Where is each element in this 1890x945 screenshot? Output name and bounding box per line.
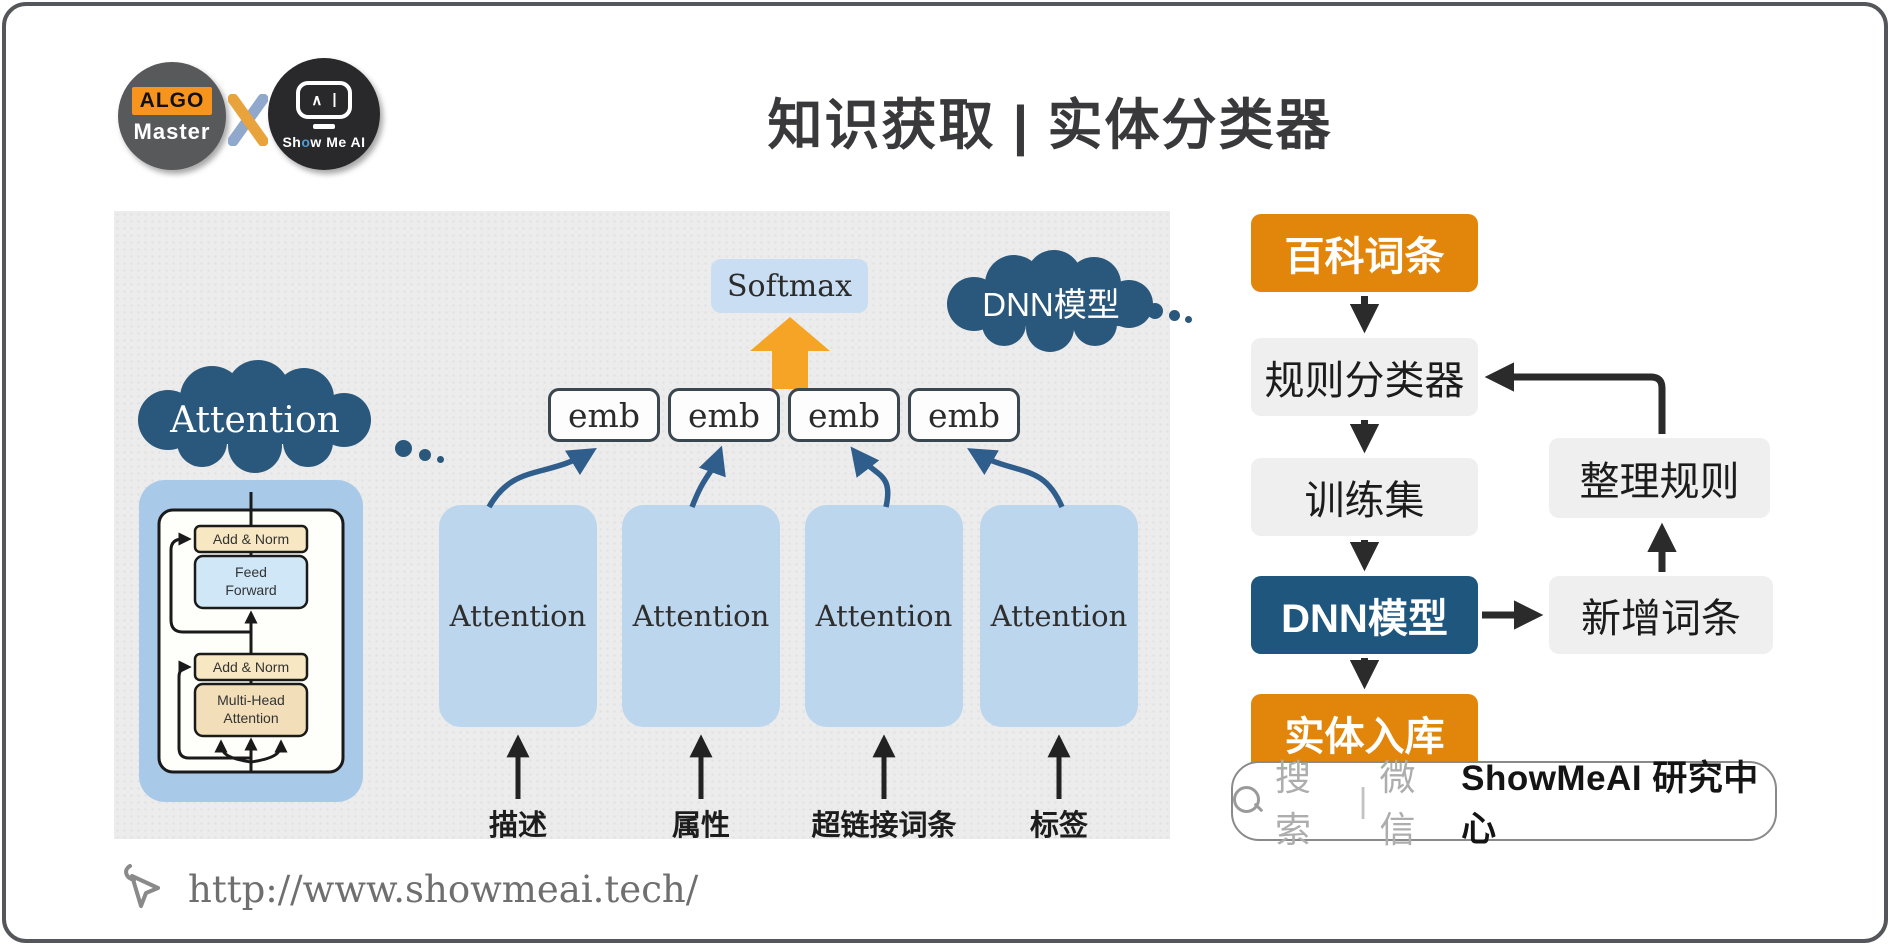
collab-x-icon (228, 94, 268, 146)
flow-node-training-set: 训练集 (1251, 458, 1478, 536)
softmax-box: Softmax (711, 259, 868, 313)
wechat-label: 微信 (1379, 757, 1418, 850)
transformer-diagram: Add & Norm Feed Forward Add & Norm Multi… (157, 492, 345, 774)
attention-cloud-label: Attention (169, 400, 340, 441)
dnn-cloud-label: DNN模型 (982, 286, 1120, 323)
robot-face-icon: ∧ | (296, 80, 352, 119)
cloud-dot (1169, 310, 1180, 321)
feed-forward-label-1: Feed (235, 564, 267, 580)
cloud-dot (1147, 303, 1163, 319)
feed-forward-label-2: Forward (225, 582, 276, 598)
input-label-description: 描述 (488, 810, 547, 842)
search-divider: | (1358, 781, 1368, 820)
dnn-cloud: DNN模型 (947, 250, 1153, 352)
attention-cloud: Attention (138, 360, 371, 473)
robot-mouth (313, 123, 335, 129)
cloud-dot (395, 440, 412, 457)
add-norm-top-label: Add & Norm (213, 531, 289, 547)
attention-feature-box: Attention (980, 505, 1138, 727)
cloud-dot (1185, 316, 1192, 323)
attention-feature-box: Attention (439, 505, 597, 727)
emb-box: emb (668, 388, 780, 442)
brand-label: ShowMeAI 研究中心 (1461, 759, 1759, 849)
cloud-dot (437, 456, 444, 463)
attention-feature-box: Attention (805, 505, 963, 727)
softmax-arrow-icon (750, 317, 830, 389)
input-label-tags: 标签 (1029, 810, 1088, 842)
emb-box: emb (908, 388, 1020, 442)
input-label-hyperlink-entries: 超链接词条 (811, 810, 957, 842)
showmeai-logo: ∧ | Show Me AI (268, 58, 380, 170)
algo-badge-label: ALGO (131, 87, 213, 115)
flow-node-encyclopedia-entries: 百科词条 (1251, 214, 1478, 292)
showmeai-label-gear-o: o (301, 133, 311, 150)
flow-node-new-entries: 新增词条 (1549, 576, 1773, 654)
robot-eye-left: ∧ (311, 91, 323, 109)
multi-head-label-2: Attention (223, 710, 278, 726)
footer-url-link[interactable]: http://www.showmeai.tech/ (188, 868, 699, 911)
cloud-dot (419, 449, 431, 461)
robot-eye-right: | (332, 91, 337, 108)
transformer-block: Add & Norm Feed Forward Add & Norm Multi… (139, 480, 363, 802)
cursor-icon (124, 864, 160, 908)
algo-master-label: Master (133, 119, 211, 144)
flow-node-organize-rules: 整理规则 (1549, 438, 1770, 518)
wechat-search-bar[interactable]: 搜索 | 微信 ShowMeAI 研究中心 (1231, 757, 1777, 850)
flow-node-dnn-model: DNN模型 (1251, 576, 1478, 654)
algo-master-logo: ALGO Master (118, 62, 226, 170)
showmeai-label: Show Me AI (282, 134, 365, 150)
emb-box: emb (788, 388, 900, 442)
page-title: 知识获取 | 实体分类器 (767, 94, 1333, 156)
showmeai-label-part1: Sh (282, 133, 302, 150)
add-norm-bottom-label: Add & Norm (213, 659, 289, 675)
attention-feature-box: Attention (622, 505, 780, 727)
search-icon (1233, 786, 1263, 816)
input-label-attributes: 属性 (671, 810, 730, 842)
emb-box: emb (548, 388, 660, 442)
flow-node-rule-classifier: 规则分类器 (1251, 338, 1478, 416)
flow-node-entity-storage: 实体入库 (1251, 694, 1478, 772)
multi-head-label-1: Multi-Head (217, 692, 285, 708)
showmeai-label-part3: w Me AI (310, 133, 366, 150)
search-label: 搜索 (1275, 757, 1314, 850)
